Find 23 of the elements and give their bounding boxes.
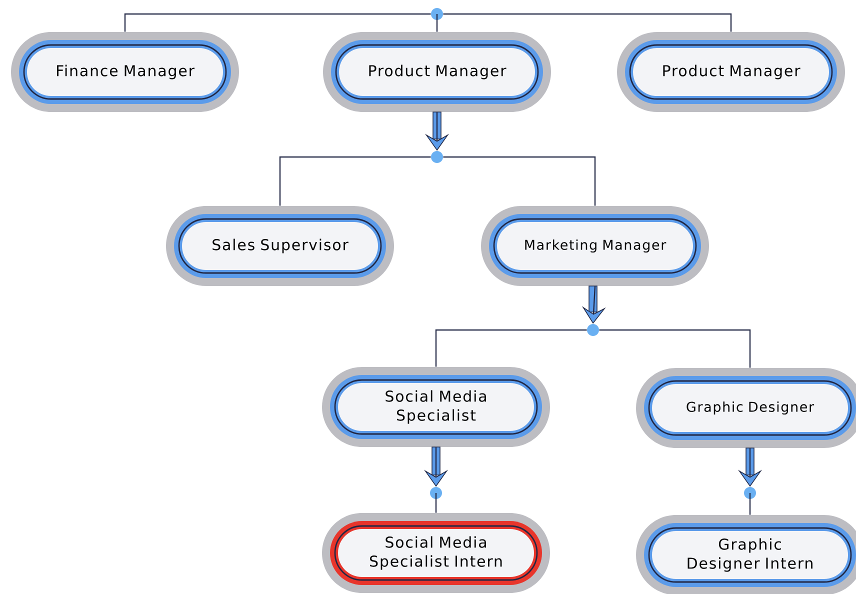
- pill-box: Product Manager: [617, 32, 846, 112]
- connector: [749, 493, 751, 515]
- junction-dot: [430, 487, 442, 499]
- junction-dot: [744, 487, 756, 499]
- junction-dot: [431, 151, 443, 163]
- connector: [599, 329, 751, 368]
- connector: [124, 13, 431, 32]
- pill-box: Finance Manager: [11, 32, 239, 112]
- pill-box: Social Media Specialist Intern: [322, 513, 550, 593]
- pill-box: Graphic Designer Intern: [636, 515, 856, 594]
- connector: [279, 156, 431, 206]
- junction-dot: [587, 324, 599, 336]
- connector: [443, 156, 596, 206]
- pill-box: Product Manager: [323, 32, 551, 112]
- pill-box: Marketing Manager: [481, 206, 709, 286]
- pill-box: Sales Supervisor: [166, 206, 394, 286]
- connector: [436, 14, 438, 32]
- connector: [435, 493, 437, 513]
- pill-box: Graphic Designer: [636, 368, 856, 448]
- pill-box: Social Media Specialist: [322, 367, 550, 447]
- junction-dot: [431, 8, 443, 20]
- connector: [435, 329, 587, 367]
- connector: [443, 13, 732, 32]
